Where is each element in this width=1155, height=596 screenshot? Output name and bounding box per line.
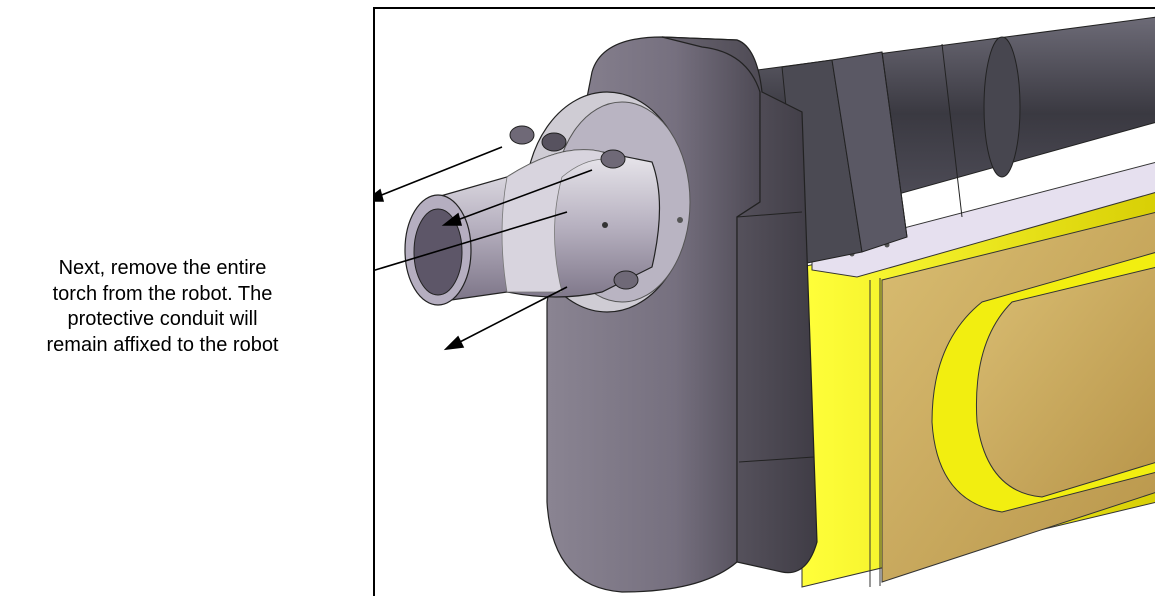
robot-arm [801,162,1155,588]
arrow-icon [375,146,593,351]
caption-line-1: Next, remove the entire [58,257,267,279]
torch-drawing-frame [373,7,1155,596]
instruction-caption: Next, remove the entire torch from the r… [0,256,325,358]
torch-assembly-illustration [375,16,1155,593]
torch-nozzle [404,149,661,306]
caption-line-4: remain affixed to the robot [46,333,279,356]
caption-line-2: torch from the robot. The [52,282,273,305]
caption-line-3: protective conduit will [67,308,258,330]
screw-icon [509,125,639,290]
